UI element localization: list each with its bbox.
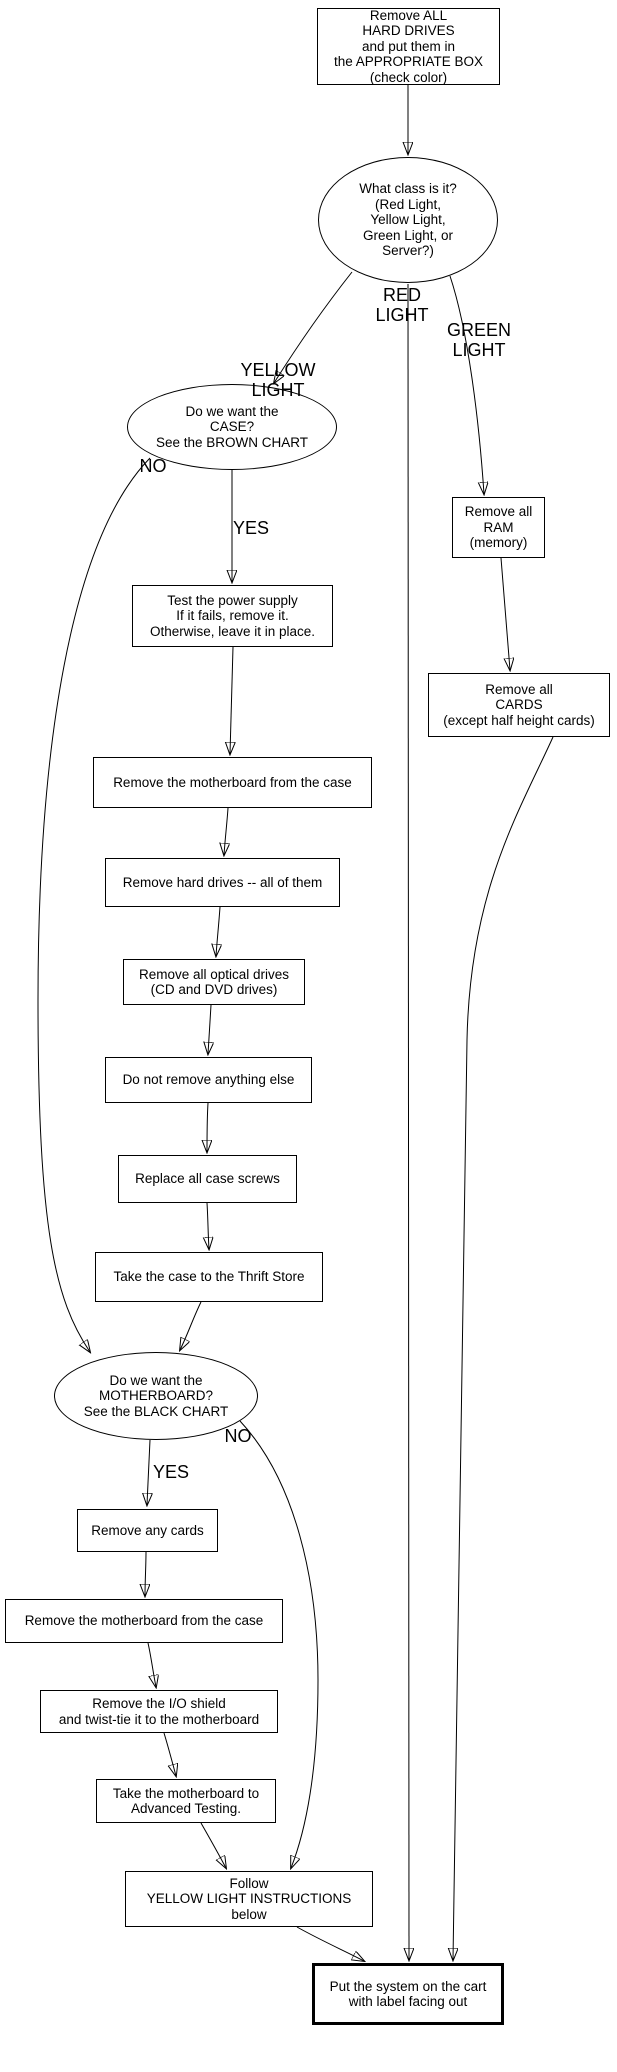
node-case-question-line: CASE? (209, 419, 255, 435)
edge-label-motherboard-no: NO (224, 1426, 252, 1446)
node-thrift-store: Take the case to the Thrift Store (95, 1252, 323, 1302)
edge-follow-to-final (296, 1926, 364, 1961)
edge-harddrives-to-optical (216, 906, 220, 956)
node-remove-any-cards: Remove any cards (77, 1509, 218, 1552)
node-follow-yellow-light-line: Follow (229, 1875, 269, 1891)
node-advanced-testing-line: Take the motherboard to (112, 1785, 260, 1801)
node-test-power-supply-line: If it fails, remove it. (176, 608, 289, 624)
node-remove-optical-drives-line: Remove all optical drives (138, 966, 290, 982)
node-remove-cards-line: (except half height cards) (443, 712, 595, 728)
node-class-question-line: Yellow Light, (370, 212, 446, 228)
node-remove-motherboard-from-case-2: Remove the motherboard from the case (5, 1599, 283, 1643)
edge-case-no-to-motherboard-question (37, 457, 151, 1352)
node-remove-ram-line: Remove all (464, 504, 533, 520)
node-remove-hard-drives-line: Remove hard drives -- all of them (122, 874, 323, 890)
node-final: Put the system on the cart with label fa… (312, 1963, 504, 2025)
node-class-question-line: Green Light, or (362, 227, 454, 243)
edge-test-to-motherboard (230, 646, 233, 754)
node-remove-hard-drives: Remove hard drives -- all of them (105, 858, 340, 907)
node-remove-optical-drives-line: (CD and DVD drives) (150, 982, 278, 997)
node-start-line: HARD DRIVES (362, 23, 455, 39)
node-motherboard-question: Do we want the MOTHERBOARD? See the BLAC… (54, 1352, 258, 1440)
node-thrift-store-line: Take the case to the Thrift Store (113, 1269, 305, 1285)
node-start-line: Remove ALL (369, 7, 448, 23)
edge-screws-to-thrift (207, 1202, 209, 1249)
node-test-power-supply: Test the power supply If it fails, remov… (132, 585, 333, 647)
node-remove-motherboard-from-case-line: Remove the motherboard from the case (113, 774, 352, 790)
node-replace-case-screws: Replace all case screws (118, 1155, 297, 1203)
edge-anycards-to-motherboard2 (145, 1551, 146, 1596)
node-follow-yellow-light-line: below (231, 1906, 267, 1922)
edge-label-yellow-light-line: YELLOW (240, 360, 316, 380)
edge-label-yellow-light-line: LIGHT (251, 380, 305, 400)
edge-advtesting-to-follow (200, 1822, 226, 1868)
node-class-question-line: (Red Light, (374, 196, 442, 212)
node-remove-cards-line: Remove all (485, 681, 553, 697)
node-remove-motherboard-from-case-2-line: Remove the motherboard from the case (24, 1613, 264, 1629)
node-io-shield-line: Remove the I/O shield (92, 1696, 226, 1711)
node-final-line: with label facing out (348, 1994, 468, 2009)
node-class-question: What class is it? (Red Light, Yellow Lig… (318, 157, 498, 283)
edge-label-red-light-line: LIGHT (375, 305, 429, 325)
edge-label-green-light-line: LIGHT (452, 340, 506, 360)
edge-motherboard-to-harddrives (224, 807, 228, 855)
edge-optical-to-nothingelse (208, 1004, 211, 1054)
node-start-line: the APPROPRIATE BOX (333, 54, 484, 70)
node-motherboard-question-line: See the BLACK CHART (83, 1403, 229, 1419)
edge-label-red-light-line: RED (382, 285, 421, 305)
node-start: Remove ALL HARD DRIVES and put them in t… (317, 8, 500, 85)
node-class-question-line: Server?) (382, 243, 434, 259)
edge-class-to-case-yellow (274, 271, 353, 383)
edge-cards-to-final-green (453, 736, 554, 1960)
edge-label-motherboard-yes: YES (152, 1462, 190, 1482)
node-io-shield-line: and twist-tie it to the motherboard (58, 1711, 260, 1727)
edge-motherboard-no-to-follow (239, 1420, 319, 1868)
edge-nothingelse-to-screws (207, 1102, 208, 1152)
node-case-question-line: Do we want the (185, 403, 279, 419)
node-follow-yellow-light-line: YELLOW LIGHT INSTRUCTIONS (146, 1891, 352, 1907)
node-remove-cards-line: CARDS (495, 697, 543, 713)
node-remove-cards: Remove all CARDS (except half height car… (428, 673, 610, 737)
node-case-question-line: See the BROWN CHART (155, 434, 309, 450)
node-advanced-testing: Take the motherboard to Advanced Testing… (96, 1779, 276, 1823)
edge-label-case-yes: YES (232, 518, 270, 538)
node-motherboard-question-line: MOTHERBOARD? (98, 1388, 213, 1404)
node-case-question: Do we want the CASE? See the BROWN CHART (127, 384, 337, 470)
node-remove-ram-line: RAM (483, 519, 514, 535)
node-start-line: and put them in (361, 38, 456, 54)
node-test-power-supply-line: Otherwise, leave it in place. (149, 623, 316, 639)
node-remove-ram-line: (memory) (469, 535, 528, 551)
node-follow-yellow-light: Follow YELLOW LIGHT INSTRUCTIONS below (125, 1871, 373, 1927)
node-motherboard-question-line: Do we want the (109, 1372, 203, 1388)
node-test-power-supply-line: Test the power supply (167, 592, 298, 608)
edge-label-case-no: NO (139, 456, 167, 476)
node-class-question-line: What class is it? (359, 181, 457, 197)
node-do-not-remove-anything-else-line: Do not remove anything else (122, 1072, 295, 1088)
node-remove-motherboard-from-case: Remove the motherboard from the case (93, 757, 372, 808)
edge-ioshield-to-advtesting (163, 1732, 176, 1776)
node-do-not-remove-anything-else: Do not remove anything else (105, 1057, 312, 1103)
edge-label-yellow-light: YELLOW LIGHT (238, 360, 318, 400)
node-io-shield: Remove the I/O shield and twist-tie it t… (40, 1690, 278, 1733)
edge-class-to-final-red (408, 283, 409, 1960)
edge-thrift-to-motherboard-question (180, 1301, 202, 1350)
node-remove-optical-drives: Remove all optical drives (CD and DVD dr… (123, 959, 305, 1005)
node-replace-case-screws-line: Replace all case screws (135, 1171, 280, 1187)
node-remove-ram: Remove all RAM (memory) (452, 497, 545, 558)
node-final-line: Put the system on the cart (329, 1978, 487, 1994)
edge-label-green-light: GREEN LIGHT (436, 320, 522, 360)
edge-motherboard-yes-to-anycards (147, 1439, 150, 1505)
edge-motherboard2-to-ioshield (147, 1642, 156, 1687)
node-start-line: (check color) (369, 69, 448, 85)
edge-ram-to-cards (500, 557, 510, 670)
edge-class-to-ram-green (449, 275, 484, 494)
edge-label-green-light-line: GREEN (446, 320, 511, 340)
edge-label-red-light: RED LIGHT (362, 285, 442, 325)
node-remove-any-cards-line: Remove any cards (91, 1522, 204, 1538)
node-advanced-testing-line: Advanced Testing. (130, 1801, 242, 1816)
